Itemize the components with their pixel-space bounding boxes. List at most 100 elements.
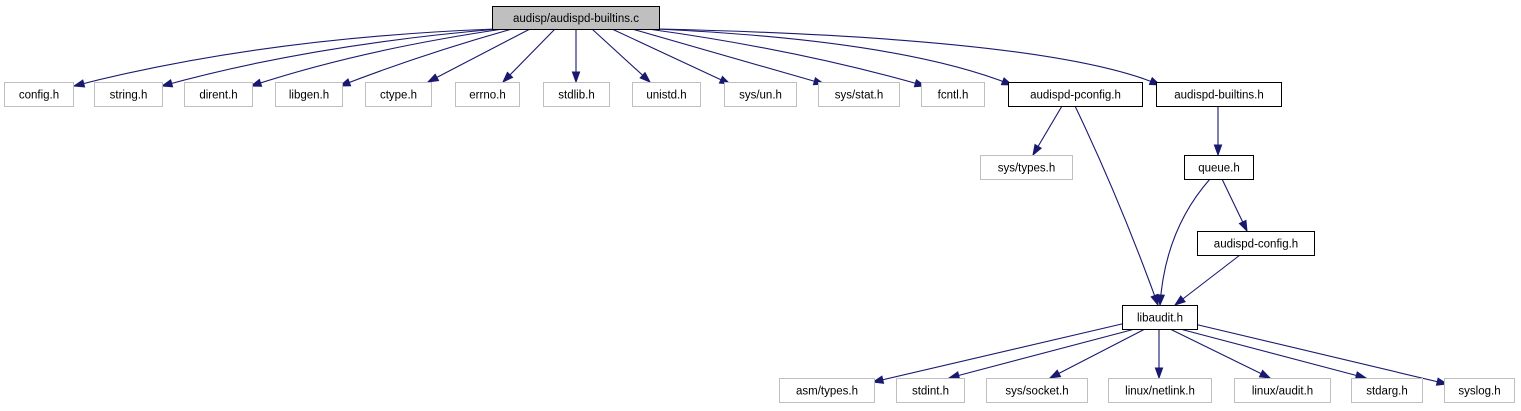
node-libgen: libgen.h: [275, 82, 343, 107]
node-label: sys/types.h: [998, 163, 1056, 175]
edge-root-to-stdlib: [571, 29, 581, 84]
arrowhead-icon: [1354, 371, 1368, 380]
arrowhead-icon: [1048, 369, 1062, 379]
edge-root-to-ctype: [426, 28, 531, 83]
node-label: ctype.h: [380, 90, 417, 102]
arrowhead-icon: [72, 79, 86, 88]
node-box: [1234, 378, 1331, 403]
edge-libaudit-to-syslog: [1189, 322, 1449, 386]
edge-line: [161, 28, 499, 87]
node-box: [818, 82, 900, 107]
node-box: [1008, 82, 1143, 107]
edge-line: [1049, 328, 1146, 379]
edge-pconfig-to-systypes: [1032, 105, 1063, 157]
node-box: [1184, 155, 1254, 180]
node-box: [1108, 378, 1212, 403]
node-box: [455, 82, 520, 107]
node-laudit: linux/audit.h: [1234, 378, 1331, 403]
edge-root-to-sysun: [611, 28, 732, 85]
node-box: [986, 378, 1088, 403]
edge-root-to-errno: [501, 28, 556, 84]
node-stdint: stdint.h: [896, 378, 965, 403]
node-label: audispd-config.h: [1214, 239, 1298, 251]
node-box: [779, 378, 875, 403]
node-box: [724, 82, 797, 107]
node-label: audisp/audispd-builtins.c: [513, 13, 639, 25]
node-systypes: sys/types.h: [980, 155, 1073, 180]
node-box: [492, 6, 660, 30]
node-box: [543, 82, 610, 107]
node-string: string.h: [94, 82, 163, 107]
node-aconfig[interactable]: audispd-config.h: [1197, 231, 1315, 256]
edge-line: [658, 28, 1161, 86]
node-fcntl: fcntl.h: [921, 82, 985, 107]
arrowhead-icon: [1032, 143, 1043, 157]
edge-root-to-config: [72, 28, 496, 88]
edge-line: [339, 28, 513, 87]
node-label: dirent.h: [199, 90, 237, 102]
edge-line: [948, 328, 1136, 379]
edge-line: [872, 322, 1127, 383]
arrowhead-icon: [1173, 295, 1186, 306]
node-label: sys/socket.h: [1005, 386, 1068, 398]
edge-builtins-to-queue: [1213, 106, 1223, 157]
edge-queue-to-aconfig: [1221, 178, 1248, 233]
edge-pconfig-to-libaudit: [1074, 105, 1159, 307]
node-box: [1197, 231, 1315, 256]
node-label: sys/un.h: [739, 90, 782, 102]
node-ctype: ctype.h: [365, 82, 432, 107]
node-pconfig[interactable]: audispd-pconfig.h: [1008, 82, 1143, 107]
edge-line: [1074, 105, 1159, 306]
arrowhead-icon: [249, 78, 263, 87]
graph-nodes: audisp/audispd-builtins.c config.h string.…: [4, 6, 1515, 403]
node-box: [921, 82, 985, 107]
edge-line: [502, 28, 556, 83]
arrowhead-icon: [1213, 144, 1223, 157]
node-label: linux/netlink.h: [1125, 386, 1195, 398]
node-unistd: unistd.h: [632, 82, 701, 107]
arrowhead-icon: [1258, 369, 1272, 379]
node-builtins[interactable]: audispd-builtins.h: [1156, 82, 1282, 107]
edge-line: [73, 28, 496, 87]
node-label: linux/audit.h: [1252, 386, 1313, 398]
edge-libaudit-to-stdint: [947, 328, 1136, 380]
node-box: [896, 378, 965, 403]
node-syssocket: sys/socket.h: [986, 378, 1088, 403]
edge-root-to-dirent: [249, 28, 504, 87]
edge-root-to-sysstat: [631, 28, 826, 86]
arrowhead-icon: [160, 79, 174, 88]
edge-libaudit-to-syssocket: [1048, 328, 1146, 379]
edge-line: [1174, 254, 1241, 306]
node-label: stdint.h: [912, 386, 949, 398]
edge-line: [250, 28, 504, 87]
node-config: config.h: [4, 82, 74, 107]
node-label: syslog.h: [1458, 386, 1500, 398]
node-libaudit[interactable]: libaudit.h: [1122, 305, 1198, 330]
edge-queue-to-libaudit: [1156, 178, 1211, 307]
arrowhead-icon: [1154, 367, 1164, 380]
node-label: unistd.h: [646, 90, 686, 102]
edge-line: [427, 28, 531, 83]
node-dirent: dirent.h: [184, 82, 253, 107]
node-label: config.h: [19, 90, 59, 102]
node-label: libaudit.h: [1137, 313, 1183, 325]
node-sysstat: sys/stat.h: [818, 82, 900, 107]
node-box: [632, 82, 701, 107]
node-root[interactable]: audisp/audispd-builtins.c: [492, 6, 660, 30]
node-label: audispd-pconfig.h: [1030, 90, 1121, 102]
node-label: fcntl.h: [938, 90, 969, 102]
node-label: asm/types.h: [796, 386, 858, 398]
node-errno: errno.h: [455, 82, 520, 107]
edge-line: [611, 28, 731, 85]
node-label: stdlib.h: [558, 90, 594, 102]
edge-line: [1189, 322, 1448, 385]
edge-libaudit-to-netlink: [1154, 329, 1164, 380]
node-box: [275, 82, 343, 107]
node-label: stdarg.h: [1366, 386, 1408, 398]
edge-root-to-unistd: [591, 28, 652, 83]
node-queue[interactable]: queue.h: [1184, 155, 1254, 180]
arrowhead-icon: [947, 371, 961, 380]
arrowhead-icon: [1156, 294, 1166, 307]
edge-libaudit-to-laudit: [1169, 328, 1272, 379]
